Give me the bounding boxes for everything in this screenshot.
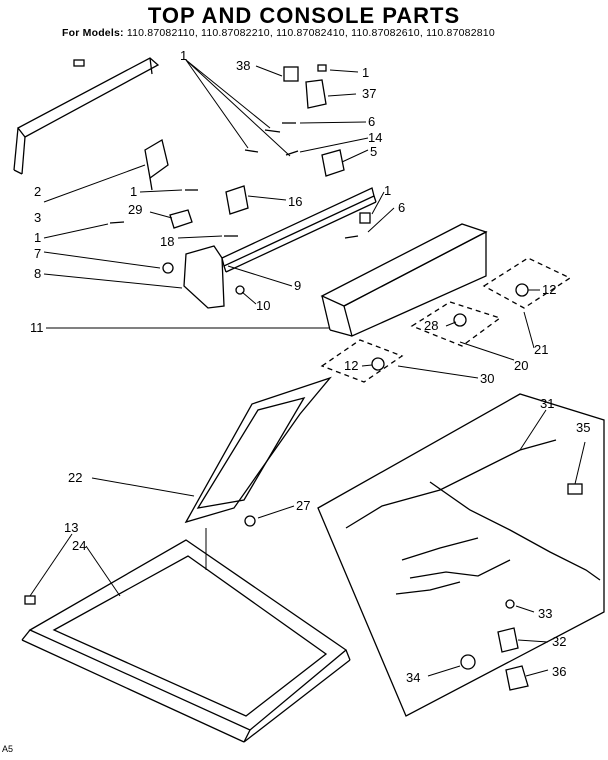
callout-number: 5	[370, 144, 377, 159]
models-label: For Models:	[62, 27, 124, 39]
callout-number: 32	[552, 634, 566, 649]
model-list: For Models: 110.87082110, 110.87082210, …	[62, 27, 495, 39]
callout-number: 1	[34, 230, 41, 245]
callout-number: 31	[540, 396, 554, 411]
callout-number: 6	[368, 114, 375, 129]
callout-number: 20	[514, 358, 528, 373]
callout-number: 1	[180, 48, 187, 63]
control-bracket	[144, 138, 193, 229]
callout-number: 12	[344, 358, 358, 373]
terminal-part	[497, 627, 519, 653]
end-cap	[183, 245, 225, 309]
callout-number: 2	[34, 184, 41, 199]
knob	[515, 283, 529, 297]
switch-part	[321, 149, 345, 177]
callout-number: 16	[288, 194, 302, 209]
leader-lines	[29, 59, 586, 677]
callout-number: 27	[296, 498, 310, 513]
clip-part	[460, 654, 476, 670]
clip-part	[567, 483, 583, 495]
callout-number: 34	[406, 670, 420, 685]
console-bracket	[221, 187, 377, 273]
callout-number: 36	[552, 664, 566, 679]
callout-number: 37	[362, 86, 376, 101]
callout-number: 11	[30, 320, 44, 335]
callout-number: 18	[160, 234, 174, 249]
wiring-harness	[317, 393, 605, 717]
callout-number: 38	[236, 58, 250, 73]
callout-number: 9	[294, 278, 301, 293]
callout-number: 29	[128, 202, 142, 217]
callout-number: 24	[72, 538, 86, 553]
console-panel	[320, 223, 488, 337]
callout-number: 30	[480, 371, 494, 386]
callout-number: 35	[576, 420, 590, 435]
models-numbers: 110.87082110, 110.87082210, 110.87082410…	[126, 27, 495, 39]
callout-number: 14	[368, 130, 382, 145]
callout-number: 1	[130, 184, 137, 199]
lint-chute	[184, 376, 332, 524]
knob-group	[320, 257, 572, 383]
callout-labels: 1 38 1 37 6 14 5 2 3 1 16 1 29 6 1 7 18 …	[30, 48, 590, 685]
callout-number: 6	[398, 200, 405, 215]
callout-number: 1	[384, 183, 391, 198]
thermostat-part	[505, 665, 529, 691]
callout-number: 22	[68, 470, 82, 485]
knob	[371, 357, 385, 371]
callout-number: 13	[64, 520, 78, 535]
callout-number: 1	[362, 65, 369, 80]
clip-part	[505, 599, 515, 609]
back-panel	[13, 57, 160, 175]
callout-number: 28	[424, 318, 438, 333]
callout-number: 3	[34, 210, 41, 225]
corner-code: A5	[2, 744, 14, 754]
knob	[453, 313, 467, 327]
callout-number: 10	[256, 298, 270, 313]
dryer-top	[21, 539, 351, 743]
callout-number: 21	[534, 342, 548, 357]
page-title: TOP AND CONSOLE PARTS	[147, 3, 461, 28]
callout-number: 8	[34, 266, 41, 281]
callout-number: 7	[34, 246, 41, 261]
relay-part	[225, 185, 249, 215]
callout-number: 12	[542, 282, 556, 297]
callout-number: 33	[538, 606, 552, 621]
